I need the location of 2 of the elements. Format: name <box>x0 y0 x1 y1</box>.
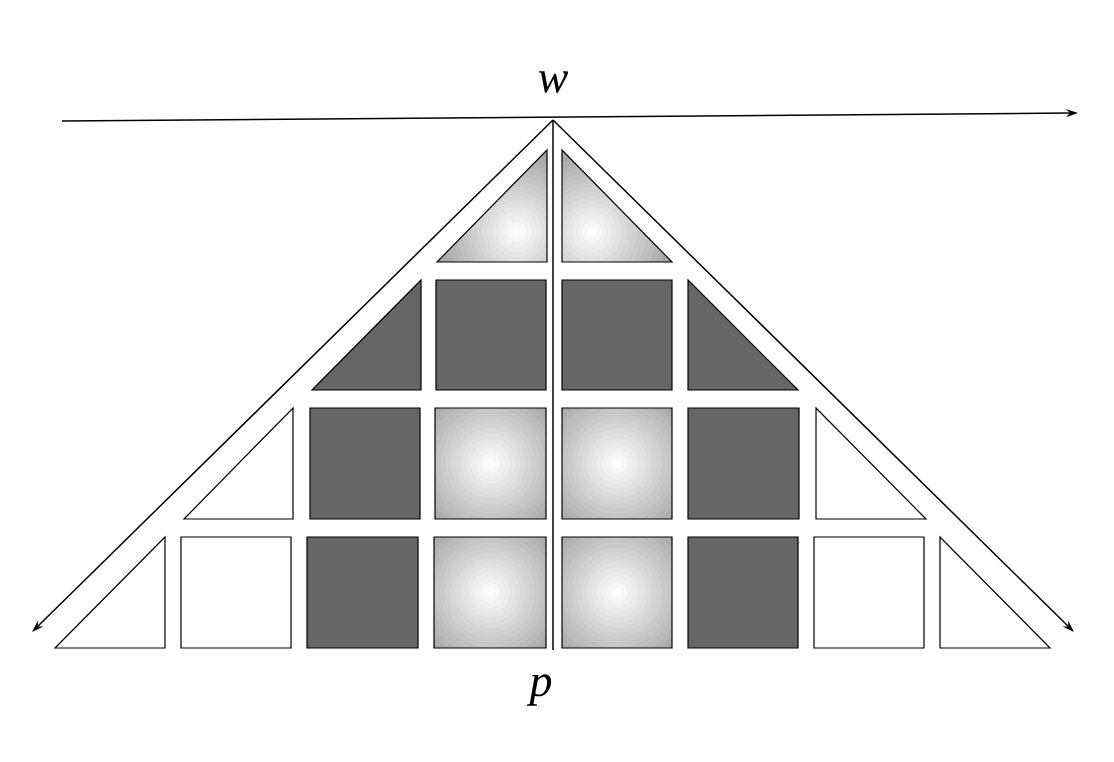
axis-label: w <box>538 71 568 93</box>
axis-label: p <box>526 674 552 706</box>
